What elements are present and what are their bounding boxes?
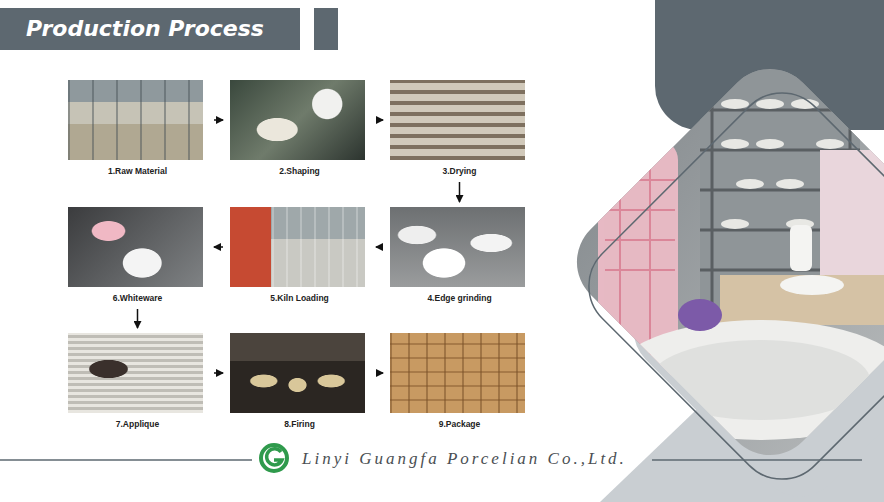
footer-line	[652, 459, 862, 461]
process-step: 4.Edge grinding	[390, 207, 529, 304]
step-photo	[68, 80, 203, 160]
step-photo	[230, 333, 365, 413]
worker-head	[610, 82, 674, 158]
step-caption: 9.Package	[390, 419, 529, 430]
flow-arrow	[214, 119, 223, 121]
flow-arrow	[376, 119, 383, 121]
svg-part	[721, 139, 749, 149]
step-caption: 5.Kiln Loading	[230, 293, 369, 304]
process-step: 2.Shaping	[230, 80, 369, 177]
glove	[678, 299, 722, 331]
svg-part	[756, 99, 784, 109]
step-caption: 3.Drying	[390, 166, 529, 177]
step-caption: 7.Applique	[68, 419, 207, 430]
footer-line	[0, 459, 252, 461]
step-photo	[68, 207, 203, 287]
svg-part	[756, 139, 784, 149]
company-logo	[261, 445, 287, 471]
logo-ring	[261, 445, 287, 471]
bottle	[790, 225, 812, 271]
step-photo	[390, 207, 525, 287]
svg-part	[605, 269, 675, 271]
step-photo	[230, 80, 365, 160]
flow-arrow	[376, 246, 383, 248]
wheel	[610, 320, 884, 440]
svg-part	[605, 209, 675, 211]
process-step: 9.Package	[390, 333, 529, 430]
svg-part	[776, 179, 804, 189]
logo-g	[267, 449, 282, 465]
step-photo	[68, 333, 203, 413]
svg-part	[721, 219, 749, 229]
process-step: 6.Whiteware	[68, 207, 207, 304]
svg-part	[700, 109, 860, 112]
step-caption: 2.Shaping	[230, 166, 369, 177]
step-caption: 1.Raw Material	[68, 166, 207, 177]
company-name: Linyi Guangfa Porcelian Co.,Ltd.	[300, 448, 629, 470]
svg-part	[711, 70, 714, 320]
step-photo	[230, 207, 365, 287]
svg-part	[816, 139, 844, 149]
process-step: 7.Applique	[68, 333, 207, 430]
wheel-inner	[650, 340, 870, 420]
title-square	[314, 8, 338, 50]
flow-arrow	[376, 372, 383, 374]
step-caption: 8.Firing	[230, 419, 369, 430]
step-caption: 4.Edge grinding	[390, 293, 529, 304]
roller	[720, 275, 884, 325]
title-banner: Production Process	[0, 8, 300, 50]
svg-part	[605, 179, 675, 181]
step-photo	[390, 333, 525, 413]
process-step: 1.Raw Material	[68, 80, 207, 177]
flow-arrow	[137, 309, 139, 328]
photo-ground	[560, 40, 884, 480]
bowl	[780, 275, 844, 295]
process-step: 3.Drying	[390, 80, 529, 177]
flow-arrow	[214, 372, 223, 374]
step-photo	[390, 80, 525, 160]
svg-part	[649, 150, 651, 370]
svg-part	[736, 179, 764, 189]
title-text: Production Process	[26, 8, 264, 50]
frame-outline	[570, 74, 884, 498]
flow-arrow	[214, 246, 223, 248]
flow-arrow	[459, 182, 461, 202]
svg-part	[721, 99, 749, 109]
process-step: 8.Firing	[230, 333, 369, 430]
factory-photo	[560, 40, 884, 480]
step-caption: 6.Whiteware	[68, 293, 207, 304]
dark-panel	[655, 0, 884, 130]
process-step: 5.Kiln Loading	[230, 207, 369, 304]
